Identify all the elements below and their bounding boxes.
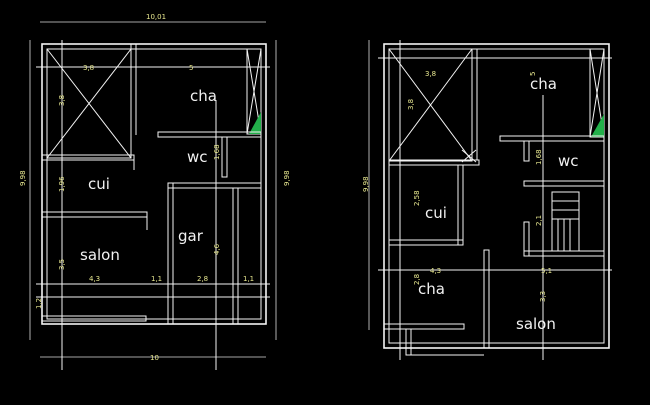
right-wall-stair-side [523, 221, 530, 257]
left-dim-38-side: 3,8 [58, 95, 66, 106]
right-dim-168: 1,68 [535, 149, 543, 165]
right-dim-38-top: 3,8 [425, 70, 436, 78]
left-wall-gar-right [232, 187, 239, 325]
right-dim-43: 4,3 [430, 267, 441, 275]
left-dim-196: 1,96 [58, 176, 66, 192]
left-wall-gar-top [167, 182, 262, 189]
right-wall-stair-bottom [523, 250, 605, 257]
left-dim-168: 1,68 [213, 144, 221, 160]
right-dim-33: 3,3 [539, 291, 547, 302]
right-dim-51: 5,1 [541, 267, 552, 275]
right-green-fill [591, 114, 604, 137]
left-wall-bottom [41, 315, 147, 322]
left-dim-12: 1,2 [35, 298, 43, 309]
right-entry-wall [405, 328, 412, 356]
right-inner-wall [388, 48, 605, 344]
left-wall-wc-top [157, 131, 262, 138]
left-dim-43: 4,3 [89, 275, 100, 283]
left-dim-top-width: 10,01 [146, 13, 166, 21]
left-room-salon: salon [80, 246, 120, 264]
left-wall-gar-left [167, 182, 174, 325]
left-room-wc: wc [187, 148, 208, 166]
right-void-room [388, 48, 473, 162]
left-outer-wall [41, 43, 267, 325]
left-wall-salon-top [41, 211, 148, 218]
right-wall-salon-left [483, 249, 490, 349]
left-dim-11-a: 1,1 [151, 275, 162, 283]
left-dim-5: 5 [189, 64, 193, 72]
right-room-wc: wc [558, 152, 579, 170]
right-dim-258: 2,58 [413, 190, 421, 206]
right-dim-left-height: 9,98 [362, 176, 370, 192]
left-shaft-cross [246, 48, 262, 135]
right-dim-21: 2,1 [535, 215, 543, 226]
left-dim-46: 4,6 [213, 243, 221, 255]
left-green-fill [249, 112, 261, 134]
right-dim-38-side: 3,8 [407, 99, 415, 110]
left-dim-28: 2,8 [197, 275, 208, 283]
stair-box [551, 191, 580, 252]
left-wall-wc-side [221, 136, 228, 178]
right-wall-stub [523, 140, 530, 162]
left-dim-left-height: 9,98 [19, 170, 27, 186]
right-floor-plan: 9,98 3,8 5 3,8 1,68 2,58 2,1 4,3 5,1 2,8… [362, 40, 612, 360]
right-wall-wc-top [499, 135, 605, 142]
right-void-cross [388, 48, 473, 162]
left-void-cross [46, 48, 132, 159]
right-wall-cui-bottom [388, 239, 464, 246]
right-wall-cui-side [457, 164, 464, 246]
left-floor-plan: 10,01 10 9,98 9,98 3,8 5 3,8 1,68 1,96 4… [19, 13, 291, 370]
right-room-cha-top: cha [530, 75, 557, 93]
right-stair [551, 191, 580, 252]
right-wall-cha-bottom [383, 323, 465, 330]
right-dim-28: 2,8 [413, 274, 421, 285]
right-room-salon: salon [516, 315, 556, 333]
right-room-cha-bottom: cha [418, 280, 445, 298]
left-dim-35: 3,5 [58, 259, 66, 270]
left-dim-11-b: 1,1 [243, 275, 254, 283]
right-wall-cui-top [388, 159, 480, 166]
left-room-gar: gar [178, 227, 204, 245]
left-room-cha: cha [190, 87, 217, 105]
left-dim-38-top: 3,8 [83, 64, 94, 72]
right-wall-wc-bottom [523, 180, 605, 187]
right-room-cui: cui [425, 204, 447, 222]
left-dim-right-height: 9,98 [283, 170, 291, 186]
left-dim-bottom-width: 10 [150, 354, 159, 362]
right-shaft-cross [589, 48, 605, 138]
right-dim-5: 5 [529, 72, 537, 76]
left-room-cui: cui [88, 175, 110, 193]
left-void-room [46, 48, 132, 159]
